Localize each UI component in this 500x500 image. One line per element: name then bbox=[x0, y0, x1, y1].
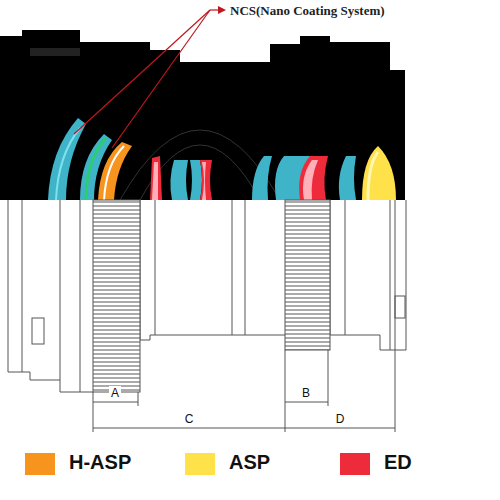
dimension-label: C bbox=[183, 412, 196, 426]
legend-text: ED bbox=[384, 451, 412, 474]
dimension-label: A bbox=[109, 386, 121, 400]
legend-swatch bbox=[25, 453, 55, 475]
legend-text: ASP bbox=[229, 451, 270, 474]
legend-swatch bbox=[340, 453, 370, 475]
legend-text: H-ASP bbox=[69, 451, 131, 474]
legend-swatch bbox=[185, 453, 215, 475]
dimension-label: D bbox=[334, 412, 347, 426]
callout-label: NCS(Nano Coating System) bbox=[230, 3, 385, 19]
dimension-label: B bbox=[300, 386, 312, 400]
